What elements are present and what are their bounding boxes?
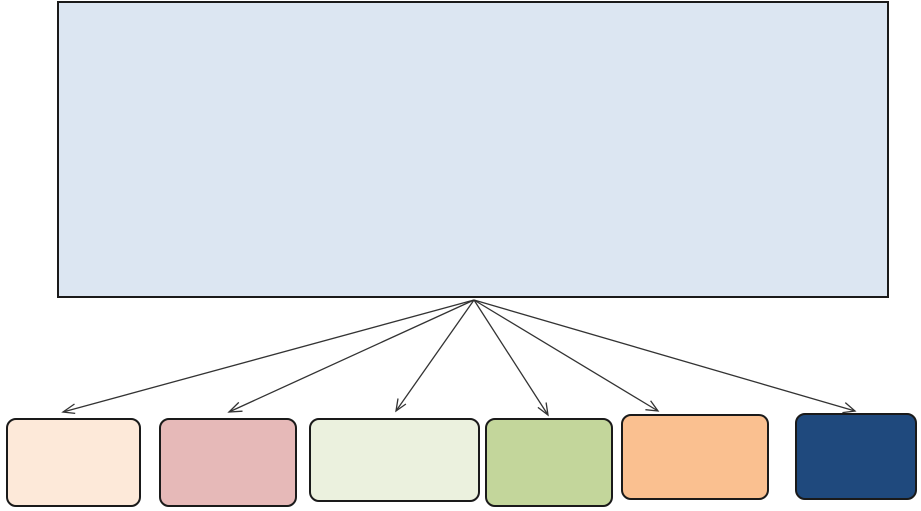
child-box-1 — [6, 418, 141, 507]
connector-arrow-4 — [473, 299, 549, 417]
child-box-5 — [621, 414, 769, 500]
connector-arrow-3 — [395, 299, 475, 413]
child-box-6 — [795, 413, 917, 500]
child-box-4 — [485, 418, 613, 507]
main-box — [57, 1, 889, 298]
connector-arrow-6 — [473, 299, 857, 414]
connector-arrow-1 — [61, 299, 475, 415]
connector-arrow-5 — [473, 299, 660, 412]
connector-arrow-2 — [227, 299, 475, 413]
child-box-3 — [309, 418, 480, 502]
child-box-2 — [159, 418, 297, 507]
